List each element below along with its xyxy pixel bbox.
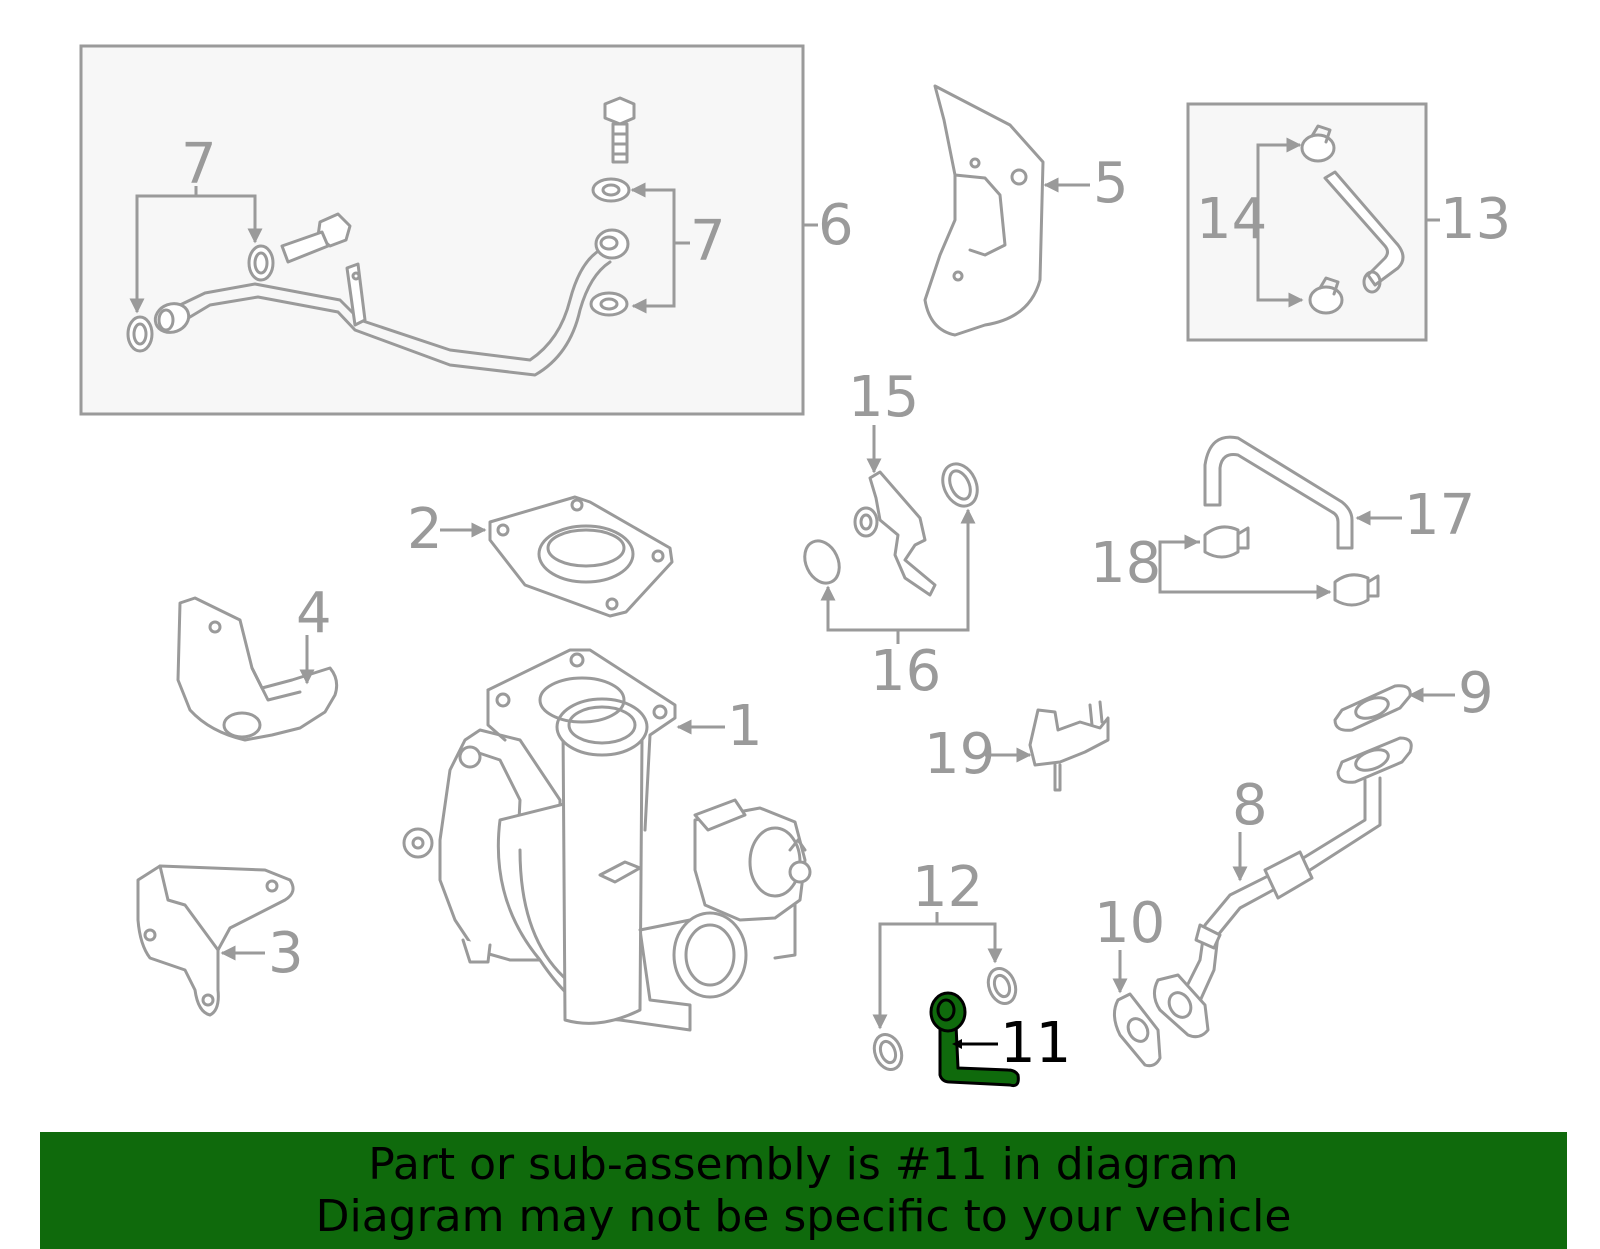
hose-clamp-14-top	[1300, 133, 1336, 163]
hose-clamps-18	[1158, 525, 1380, 607]
washer-7-mid	[247, 244, 275, 282]
highlighted-part-11	[929, 991, 1020, 1087]
callout-5: 5	[1093, 151, 1129, 216]
callout-8: 8	[1232, 773, 1268, 838]
heat-shield-5	[923, 84, 1090, 337]
callout-7-right: 7	[690, 209, 726, 274]
callout-7-left: 7	[181, 132, 217, 197]
washer-7-left	[126, 315, 154, 353]
oil-feed-pipe-assembly-box	[79, 44, 818, 416]
turbocharger-1	[402, 648, 812, 1032]
gasket-10	[1112, 950, 1162, 1068]
bracket-15	[853, 425, 937, 597]
callout-12: 12	[912, 855, 983, 920]
o-rings-16	[803, 462, 979, 644]
oil-return-pipe-8	[1153, 736, 1413, 1039]
washer-7-top	[591, 177, 631, 203]
callout-14: 14	[1196, 187, 1267, 252]
callout-17: 17	[1404, 483, 1475, 548]
hose-clamp-14-bottom	[1308, 285, 1344, 315]
hose-17	[1203, 435, 1402, 550]
callout-15: 15	[848, 365, 919, 430]
solenoid-valve-19	[985, 700, 1110, 792]
callout-11: 11	[1000, 1011, 1071, 1076]
callout-9: 9	[1458, 661, 1494, 726]
gasket-2	[440, 495, 674, 618]
callout-2: 2	[407, 497, 443, 562]
bracket-4	[176, 596, 339, 742]
banner-line-2: Diagram may not be specific to your vehi…	[315, 1190, 1292, 1242]
coolant-hose-box	[1186, 102, 1440, 342]
callout-4: 4	[296, 581, 332, 646]
banner-line-1: Part or sub-assembly is #11 in diagram	[368, 1138, 1239, 1190]
gasket-9	[1333, 684, 1455, 732]
washers-12	[872, 912, 1018, 1071]
washer-7-bottom	[589, 291, 629, 317]
callout-18: 18	[1090, 531, 1161, 596]
callout-6: 6	[818, 193, 854, 258]
callout-3: 3	[268, 921, 304, 986]
callout-10: 10	[1094, 891, 1165, 956]
bracket-3	[136, 864, 295, 1017]
callout-19: 19	[924, 722, 995, 787]
info-banner: Part or sub-assembly is #11 in diagram D…	[40, 1132, 1567, 1249]
callout-1: 1	[727, 694, 763, 759]
callout-13: 13	[1440, 187, 1511, 252]
callout-16: 16	[870, 639, 941, 704]
